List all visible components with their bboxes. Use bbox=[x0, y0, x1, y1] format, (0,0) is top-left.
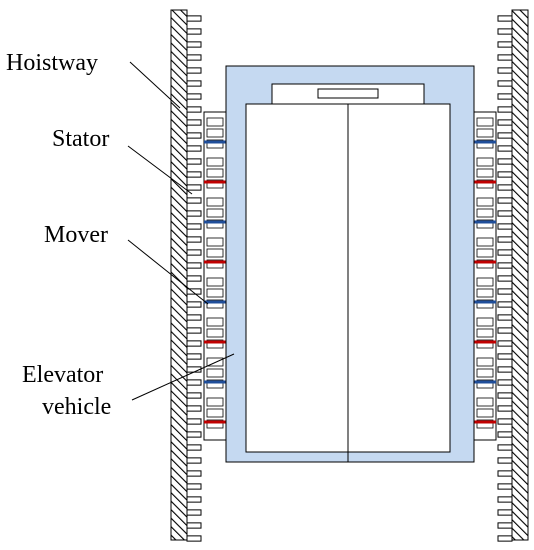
mover-right bbox=[473, 111, 497, 441]
vehicle-leader bbox=[131, 353, 235, 401]
mover-slot bbox=[476, 419, 494, 429]
mover-slot bbox=[206, 339, 224, 349]
hoistway-right-wall bbox=[511, 9, 529, 541]
mover-slot bbox=[476, 357, 494, 367]
label-mover: Mover bbox=[44, 222, 108, 248]
mover-slot bbox=[476, 299, 494, 309]
mover-slot bbox=[476, 288, 494, 298]
floor-indicator bbox=[317, 88, 379, 99]
mover-slot bbox=[476, 379, 494, 389]
mover-slot bbox=[206, 277, 224, 287]
label-hoistway: Hoistway bbox=[6, 50, 98, 76]
stator-left bbox=[186, 12, 202, 542]
mover-slot bbox=[476, 157, 494, 167]
mover-slot bbox=[476, 317, 494, 327]
mover-slot bbox=[476, 128, 494, 138]
mover-slot bbox=[476, 248, 494, 258]
mover-slot bbox=[476, 397, 494, 407]
mover-slot bbox=[206, 128, 224, 138]
mover-slot bbox=[476, 219, 494, 229]
stator-right bbox=[497, 12, 513, 542]
mover-slot bbox=[206, 208, 224, 218]
mover-slot bbox=[476, 259, 494, 269]
mover-slot bbox=[476, 117, 494, 127]
stator-leader bbox=[127, 145, 193, 195]
mover-slot bbox=[206, 408, 224, 418]
mover-slot bbox=[206, 259, 224, 269]
mover-slot bbox=[206, 397, 224, 407]
mover-left bbox=[203, 111, 227, 441]
mover-slot bbox=[206, 168, 224, 178]
mover-slot bbox=[206, 219, 224, 229]
mover-leader bbox=[127, 239, 209, 305]
hoistway-leader bbox=[129, 61, 181, 109]
mover-slot bbox=[206, 139, 224, 149]
mover-slot bbox=[476, 197, 494, 207]
mover-slot bbox=[206, 157, 224, 167]
mover-slot bbox=[206, 299, 224, 309]
mover-slot bbox=[206, 379, 224, 389]
mover-slot bbox=[476, 339, 494, 349]
mover-slot bbox=[206, 368, 224, 378]
mover-slot bbox=[476, 237, 494, 247]
mover-slot bbox=[206, 419, 224, 429]
mover-slot bbox=[206, 237, 224, 247]
mover-slot bbox=[206, 248, 224, 258]
mover-slot bbox=[206, 317, 224, 327]
label-vehicle-line1: Elevator bbox=[22, 362, 103, 388]
mover-slot bbox=[476, 277, 494, 287]
label-vehicle-line2: vehicle bbox=[42, 394, 111, 420]
mover-slot bbox=[206, 288, 224, 298]
mover-slot bbox=[206, 117, 224, 127]
mover-slot bbox=[476, 408, 494, 418]
mover-slot bbox=[476, 368, 494, 378]
mover-slot bbox=[476, 168, 494, 178]
mover-slot bbox=[206, 197, 224, 207]
mover-slot bbox=[476, 139, 494, 149]
mover-slot bbox=[206, 179, 224, 189]
mover-slot bbox=[476, 179, 494, 189]
label-stator: Stator bbox=[52, 126, 109, 152]
mover-slot bbox=[206, 328, 224, 338]
mover-slot bbox=[476, 208, 494, 218]
hoistway-left-wall bbox=[170, 9, 188, 541]
mover-slot bbox=[206, 357, 224, 367]
mover-slot bbox=[476, 328, 494, 338]
